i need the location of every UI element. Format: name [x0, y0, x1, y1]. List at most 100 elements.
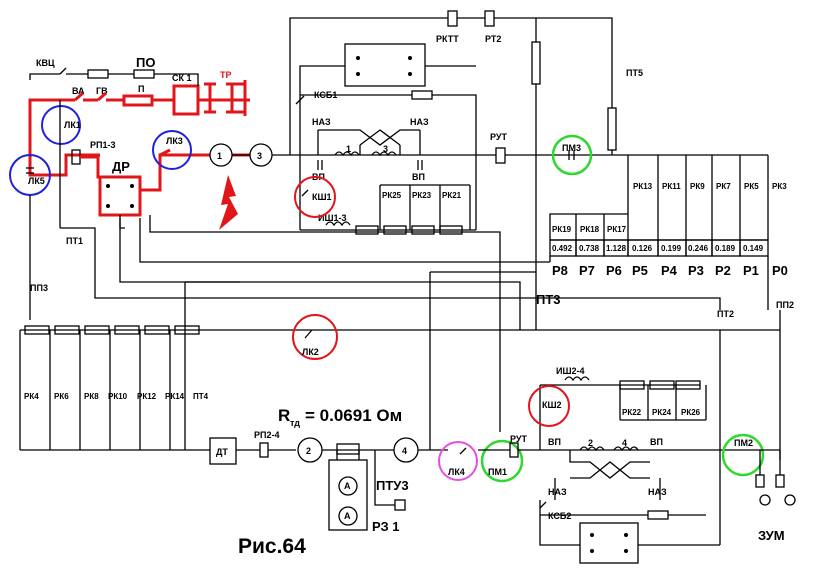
p6-value: 1.128 [606, 244, 627, 253]
rk7-label: РК7 [716, 182, 731, 191]
p2-value: 0.189 [715, 244, 736, 253]
pm1-label: ПМ1 [488, 467, 507, 477]
rp24-label: РП2-4 [254, 430, 279, 440]
rk24-label: РК24 [652, 408, 672, 417]
lower-motor-line: ДТ РП2-4 2 4 А А ПТУ3 РЗ 1 [209, 430, 448, 534]
ksh1-label: КШ1 [312, 192, 332, 202]
rk21-label: РК21 [442, 191, 462, 200]
lk2-highlight [292, 314, 338, 360]
dt-label: ДТ [216, 447, 228, 457]
p7-name: Р7 [579, 263, 595, 278]
rk26-label: РК26 [681, 408, 701, 417]
motor4-label: 4 [402, 446, 407, 456]
vp4-label: ВП [650, 437, 663, 447]
pt3-resistor-top [531, 41, 541, 85]
ksb1-label: КСБ1 [314, 90, 337, 100]
ish13-label: ИШ1-3 [318, 213, 347, 223]
p5-value: 0.126 [632, 244, 653, 253]
ksb2-block: КСБ2 [539, 500, 720, 564]
rtd-subscript: тд [290, 418, 300, 428]
ammeter2-label: А [344, 511, 351, 521]
p2-name: Р2 [715, 263, 731, 278]
lk5-label: ЛК5 [28, 176, 45, 186]
pm3-label: ПМ3 [562, 143, 581, 153]
pm2-highlight [721, 433, 765, 477]
motors-1-3: 1 3 [209, 143, 273, 167]
po-label: ПО [136, 55, 155, 70]
dr-label: ДР [112, 159, 130, 174]
pt2-label: ПТ2 [717, 309, 734, 319]
coil2-label: 2 [588, 438, 593, 448]
ammeter-box [328, 459, 368, 531]
rk22-label: РК22 [622, 408, 642, 417]
rt2-coil [484, 10, 495, 27]
lk3-highlight [152, 130, 192, 170]
zum-label: ЗУМ [758, 528, 785, 543]
rk3-label: РК3 [772, 182, 787, 191]
p7-value: 0.738 [579, 244, 600, 253]
rk25-label: РК25 [382, 191, 402, 200]
rk14-label: РК14 [165, 392, 185, 401]
tr-label: ТР [220, 70, 232, 80]
va-label: ВА [72, 86, 85, 96]
lk1-label: ЛК1 [64, 120, 81, 130]
left-wiring: ПП3 ПТ1 ПТ3 ПТ2 [29, 100, 734, 450]
kvc-label: КВЦ [36, 58, 55, 68]
ksb1-box [344, 43, 426, 87]
ksh2-highlight [528, 385, 570, 427]
rk13-label: РК13 [633, 182, 653, 191]
motor1-label: 1 [217, 151, 222, 161]
lightning-bolt [219, 175, 238, 230]
rk23-label: РК23 [412, 191, 432, 200]
lk4-pm1: ЛК4 ПМ1 РУТ [438, 434, 740, 483]
dt-box [209, 437, 237, 465]
pp2-label: ПП2 [776, 300, 794, 310]
lower-left-bank: РК4 РК6 РК8 РК10 РК12 РК14 ПТ4 ЛК2 [19, 314, 780, 451]
p8-value: 0.492 [552, 244, 573, 253]
rt2-label: РТ2 [485, 34, 501, 44]
rktt-label: РКТТ [436, 34, 459, 44]
pm3-highlight [551, 134, 593, 176]
ish24-label: ИШ2-4 [556, 366, 585, 376]
lk1-highlight [41, 105, 81, 145]
pt3-label: ПТ3 [536, 292, 561, 307]
p3-name: Р3 [688, 263, 704, 278]
sk1-label: СК 1 [172, 73, 192, 83]
rp13-label: РП1-3 [90, 140, 115, 150]
resistance-readout: R тд = 0.0691 Ом [278, 406, 402, 428]
ksb2-box [579, 522, 639, 564]
rk5-label: РК5 [744, 182, 759, 191]
p8-name: Р8 [552, 263, 568, 278]
lk3-label: ЛК3 [166, 136, 183, 146]
rk18-label: РК18 [580, 225, 600, 234]
figure-caption: Рис.64 [238, 535, 306, 558]
ksh1-branch: ИШ1-3 РК25 РК23 РК21 КШ1 [294, 176, 476, 235]
rk-upper-bank: РК13 РК11 РК9 РК7 РК5 РК3 РК19 РК18 РК17 [549, 155, 787, 240]
lk4-highlight [438, 441, 478, 481]
ksh1-highlight [294, 176, 336, 218]
p3-value: 0.246 [688, 244, 709, 253]
rk9-label: РК9 [690, 182, 705, 191]
vp2-label: ВП [412, 172, 425, 182]
rk4-label: РК4 [24, 392, 39, 401]
naz2-label: НАЗ [410, 117, 429, 127]
ptu3-label: ПТУ3 [376, 478, 409, 493]
p5-name: Р5 [632, 263, 648, 278]
motor2-label: 2 [306, 446, 311, 456]
rut1-coil [495, 147, 506, 164]
p6-name: Р6 [606, 263, 622, 278]
naz4-label: НАЗ [648, 487, 667, 497]
p-label: П [138, 84, 144, 94]
pt4-label: ПТ4 [193, 392, 209, 401]
coil3-label: 3 [383, 144, 388, 154]
lk4-label: ЛК4 [448, 467, 465, 477]
p0-name: Р0 [772, 263, 788, 278]
resistor-ladder: 0.492 0.738 1.128 0.126 0.199 0.246 0.18… [139, 218, 794, 460]
p1-name: Р1 [743, 263, 759, 278]
field-reverser-2: ВП ВП 2 4 НАЗ НАЗ [548, 437, 667, 500]
ammeter1-label: А [344, 481, 351, 491]
pm2-zum: ПМ2 ЗУМ [721, 433, 796, 543]
ksb2-label: КСБ2 [548, 511, 571, 521]
rut2-label: РУТ [510, 434, 527, 444]
lk2-label: ЛК2 [302, 347, 319, 357]
